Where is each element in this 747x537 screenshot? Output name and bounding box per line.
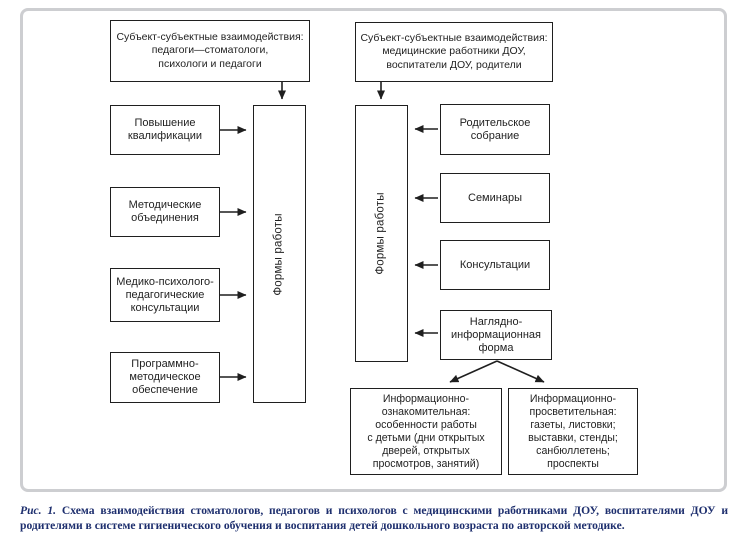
- left-forms-of-work-label: Формы работы: [273, 212, 286, 296]
- right-item-parent-meeting-box: Родительское собрание: [440, 104, 550, 155]
- right-forms-of-work-label: Формы работы: [375, 192, 388, 275]
- right-item-consultations-box: Консультации: [440, 240, 550, 290]
- right-item-seminars-box: Семинары: [440, 173, 550, 223]
- right-forms-of-work-box: Формы работы: [355, 105, 408, 362]
- figure-caption: Рис. 1. Схема взаимодействия стоматолого…: [20, 503, 728, 533]
- left-item-methodical-unions-box: Методические объединения: [110, 187, 220, 237]
- left-item-consultations-box: Медико-психолого- педагогические консуль…: [110, 268, 220, 322]
- figure-caption-label: Рис. 1.: [20, 504, 57, 517]
- right-item-visual-info-box: Наглядно- информационная форма: [440, 310, 552, 360]
- figure-caption-text: Схема взаимодействия стоматологов, педаг…: [20, 504, 728, 532]
- left-forms-of-work-box: Формы работы: [253, 105, 306, 403]
- right-subjects-header-box: Субъект-субъектные взаимодействия: медиц…: [355, 22, 553, 82]
- left-item-program-support-box: Программно- методическое обеспечение: [110, 352, 220, 403]
- left-subjects-header-box: Субъект-субъектные взаимодействия: педаг…: [110, 20, 310, 82]
- leaf-informational-educational-box: Информационно- просветительная: газеты, …: [508, 388, 638, 475]
- leaf-informational-introductory-box: Информационно- ознакомительная: особенно…: [350, 388, 502, 475]
- left-item-qualification-box: Повышение квалификации: [110, 105, 220, 155]
